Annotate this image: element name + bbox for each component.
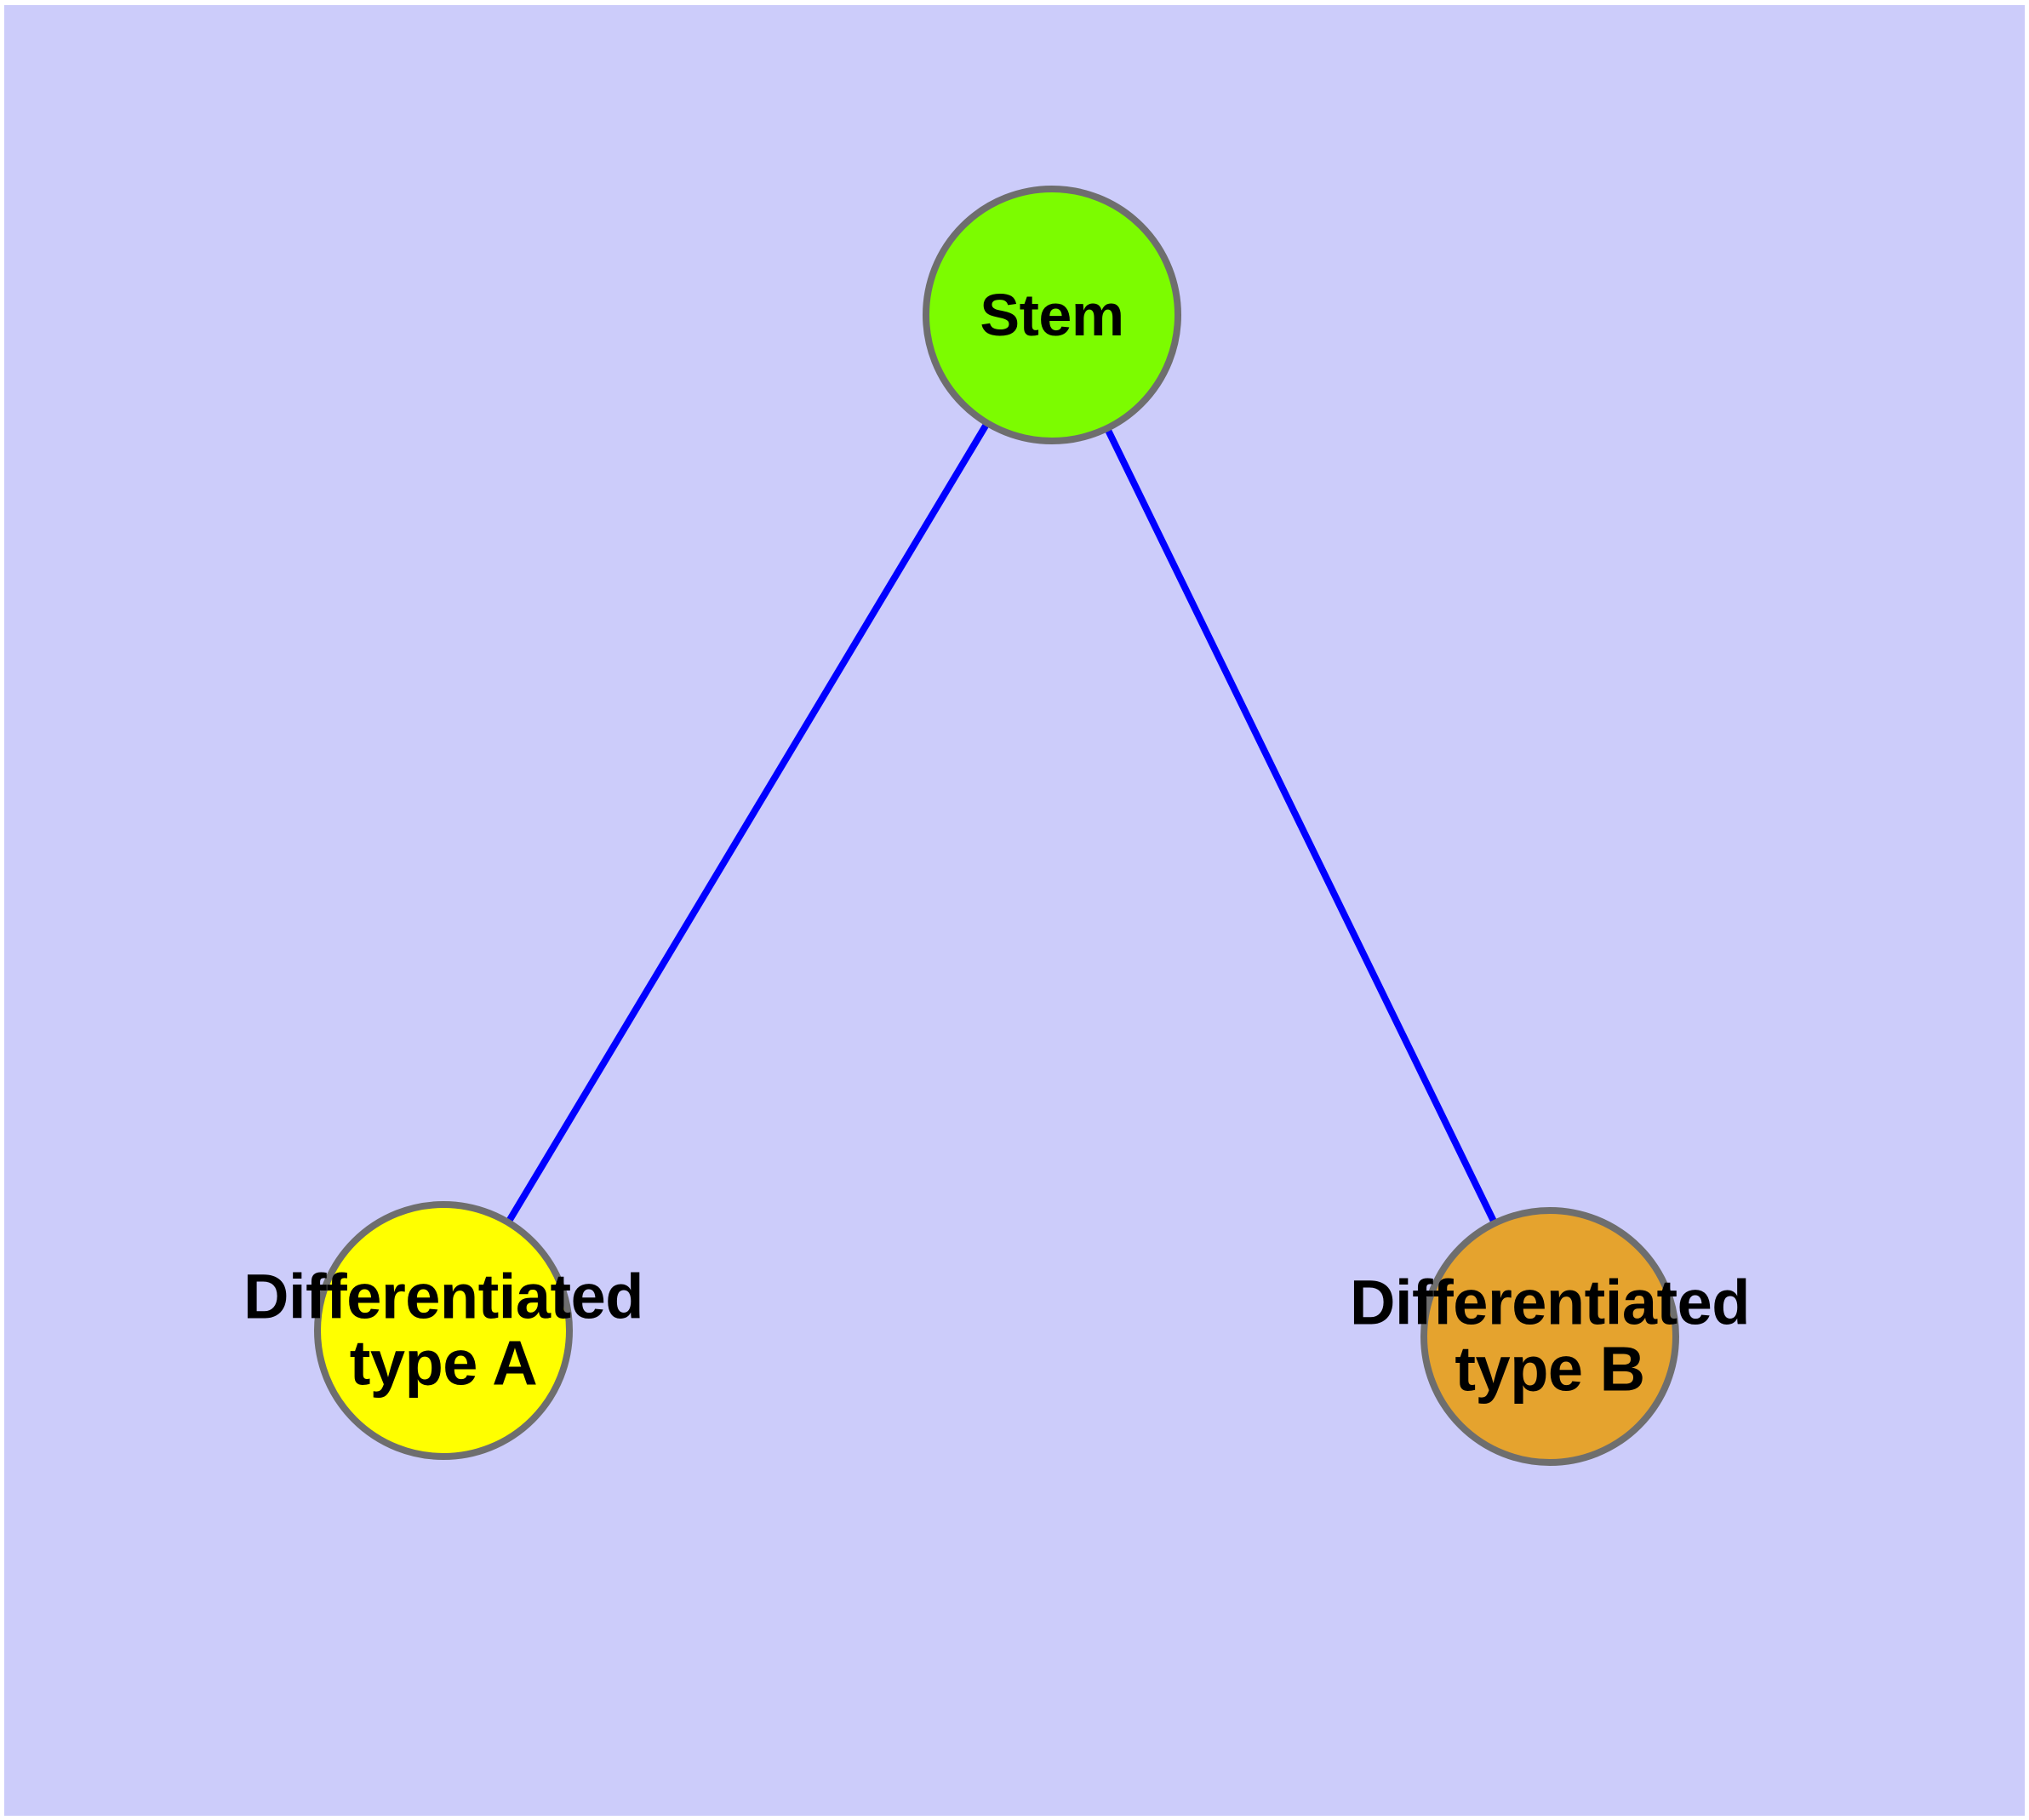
graph-node-diff_a[interactable]	[314, 1201, 573, 1460]
graph-node-diff_b[interactable]	[1420, 1207, 1679, 1466]
edge-layer	[506, 422, 1497, 1223]
graph-node-stem[interactable]	[923, 186, 1181, 444]
graph-edge-stem-diff_b[interactable]	[1105, 428, 1497, 1223]
graph-edge-stem-diff_a[interactable]	[506, 422, 990, 1223]
node-layer	[314, 186, 1679, 1466]
